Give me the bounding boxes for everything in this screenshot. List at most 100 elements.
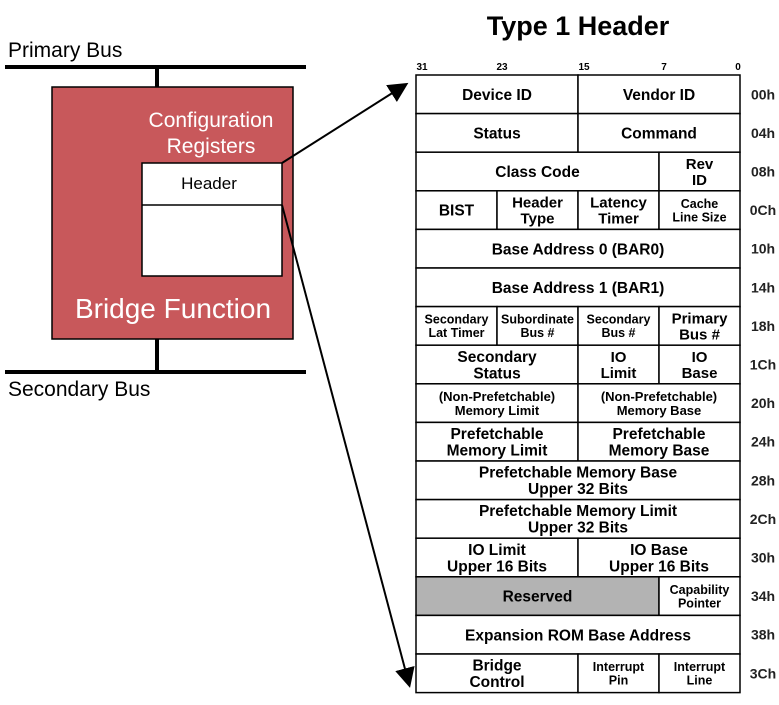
- register-field-label: Line Size: [672, 210, 726, 224]
- register-field-label: IO: [611, 349, 627, 366]
- register-field-label: Upper 16 Bits: [609, 558, 709, 575]
- register-field: [415, 305, 498, 346]
- register-field: [415, 228, 741, 269]
- register-field: [415, 498, 741, 539]
- register-field-label: Pin: [609, 674, 628, 688]
- register-field: [577, 421, 741, 462]
- register-field-label: Prefetchable Memory Limit: [479, 503, 677, 520]
- config-registers-line1: Configuration: [149, 109, 274, 132]
- register-field-label: ID: [692, 172, 707, 189]
- register-field-label: Interrupt: [593, 660, 645, 674]
- register-field-label: Command: [621, 125, 697, 142]
- register-field-label: Latency: [590, 195, 647, 212]
- register-offset: 3Ch: [750, 665, 776, 681]
- config-registers-line2: Registers: [167, 135, 256, 158]
- register-field-label: Subordinate: [501, 313, 574, 327]
- register-field-label: Class Code: [495, 164, 580, 181]
- register-offset: 04h: [751, 125, 775, 141]
- register-field: [415, 151, 660, 192]
- register-field-label: Memory Base: [609, 443, 710, 460]
- primary-bus-label: Primary Bus: [8, 39, 122, 62]
- register-field-label: Memory Limit: [447, 443, 548, 460]
- register-field-label: Control: [469, 674, 524, 691]
- register-field-label: Pointer: [678, 596, 721, 610]
- register-field: [415, 460, 741, 501]
- register-field-label: Upper 32 Bits: [528, 520, 628, 537]
- register-field-label: Prefetchable Memory Base: [479, 465, 678, 482]
- bit-label: 23: [496, 62, 508, 73]
- register-offset: 20h: [751, 395, 775, 411]
- register-offset: 2Ch: [750, 511, 776, 527]
- register-field-label: Expansion ROM Base Address: [465, 627, 691, 644]
- register-offset: 00h: [751, 86, 775, 102]
- bridge-function-label: Bridge Function: [75, 293, 271, 324]
- register-field-label: Base Address 1 (BAR1): [492, 280, 665, 297]
- register-field-label: Device ID: [462, 87, 532, 104]
- bit-label: 31: [416, 62, 428, 73]
- register-field-label: Bus #: [520, 326, 554, 340]
- register-field-label: Line: [687, 674, 713, 688]
- offset-labels: 00h04h08h0Ch10h14h18h1Ch20h24h28h2Ch30h3…: [750, 86, 776, 681]
- register-field: [658, 151, 741, 192]
- register-field-label: Cache: [681, 197, 719, 211]
- register-offset: 1Ch: [750, 357, 776, 373]
- register-field-label: (Non-Prefetchable): [439, 389, 555, 404]
- register-field-label: Bus #: [679, 326, 721, 343]
- register-field-label: Reserved: [503, 589, 573, 606]
- bit-label: 7: [661, 62, 667, 73]
- register-offset: 28h: [751, 472, 775, 488]
- register-field-label: Interrupt: [674, 660, 726, 674]
- register-offset: 10h: [751, 241, 775, 257]
- register-field-label: Bridge: [472, 658, 521, 675]
- arrow-to-header-bottom: [281, 204, 415, 688]
- register-field-label: Secondary: [425, 313, 489, 327]
- register-field-label: IO: [692, 349, 708, 366]
- register-field: [415, 576, 660, 617]
- register-field: [658, 190, 741, 231]
- register-offset: 08h: [751, 164, 775, 180]
- register-field: [415, 74, 579, 115]
- register-field-label: Bus #: [601, 326, 635, 340]
- register-field-label: Status: [473, 365, 520, 382]
- register-field: [658, 653, 741, 694]
- register-field: [415, 383, 579, 424]
- register-field: [496, 305, 579, 346]
- register-field-label: Timer: [598, 211, 639, 228]
- register-field-label: Limit: [601, 365, 637, 382]
- register-field-label: Memory Limit: [455, 403, 540, 418]
- register-field: [415, 344, 579, 385]
- register-offset: 0Ch: [750, 202, 776, 218]
- register-field: [415, 267, 741, 308]
- register-offset: 24h: [751, 434, 775, 450]
- register-field-label: IO Base: [630, 542, 688, 559]
- register-offset: 14h: [751, 279, 775, 295]
- register-field: [577, 344, 660, 385]
- register-field: [577, 112, 741, 153]
- register-field-label: Base: [682, 365, 718, 382]
- register-field-label: Capability: [670, 583, 730, 597]
- register-offset: 38h: [751, 627, 775, 643]
- register-field-label: Rev: [686, 156, 714, 173]
- secondary-bus-label: Secondary Bus: [8, 378, 150, 401]
- register-field: [415, 537, 579, 578]
- register-field-label: IO Limit: [468, 542, 526, 559]
- register-offset: 30h: [751, 550, 775, 566]
- register-field-label: (Non-Prefetchable): [601, 389, 717, 404]
- register-field-label: Upper 32 Bits: [528, 481, 628, 498]
- register-field-label: BIST: [439, 203, 475, 220]
- register-field-label: Memory Base: [617, 403, 702, 418]
- register-field: [658, 305, 741, 346]
- register-field: [577, 190, 660, 231]
- register-map-title: Type 1 Header: [487, 11, 670, 41]
- header-label: Header: [181, 174, 237, 193]
- register-field: [577, 74, 741, 115]
- arrow-to-header-top: [281, 82, 409, 164]
- register-field-label: Prefetchable: [450, 426, 543, 443]
- config-registers-block: [141, 162, 283, 277]
- register-offset: 34h: [751, 588, 775, 604]
- register-field-label: Upper 16 Bits: [447, 558, 547, 575]
